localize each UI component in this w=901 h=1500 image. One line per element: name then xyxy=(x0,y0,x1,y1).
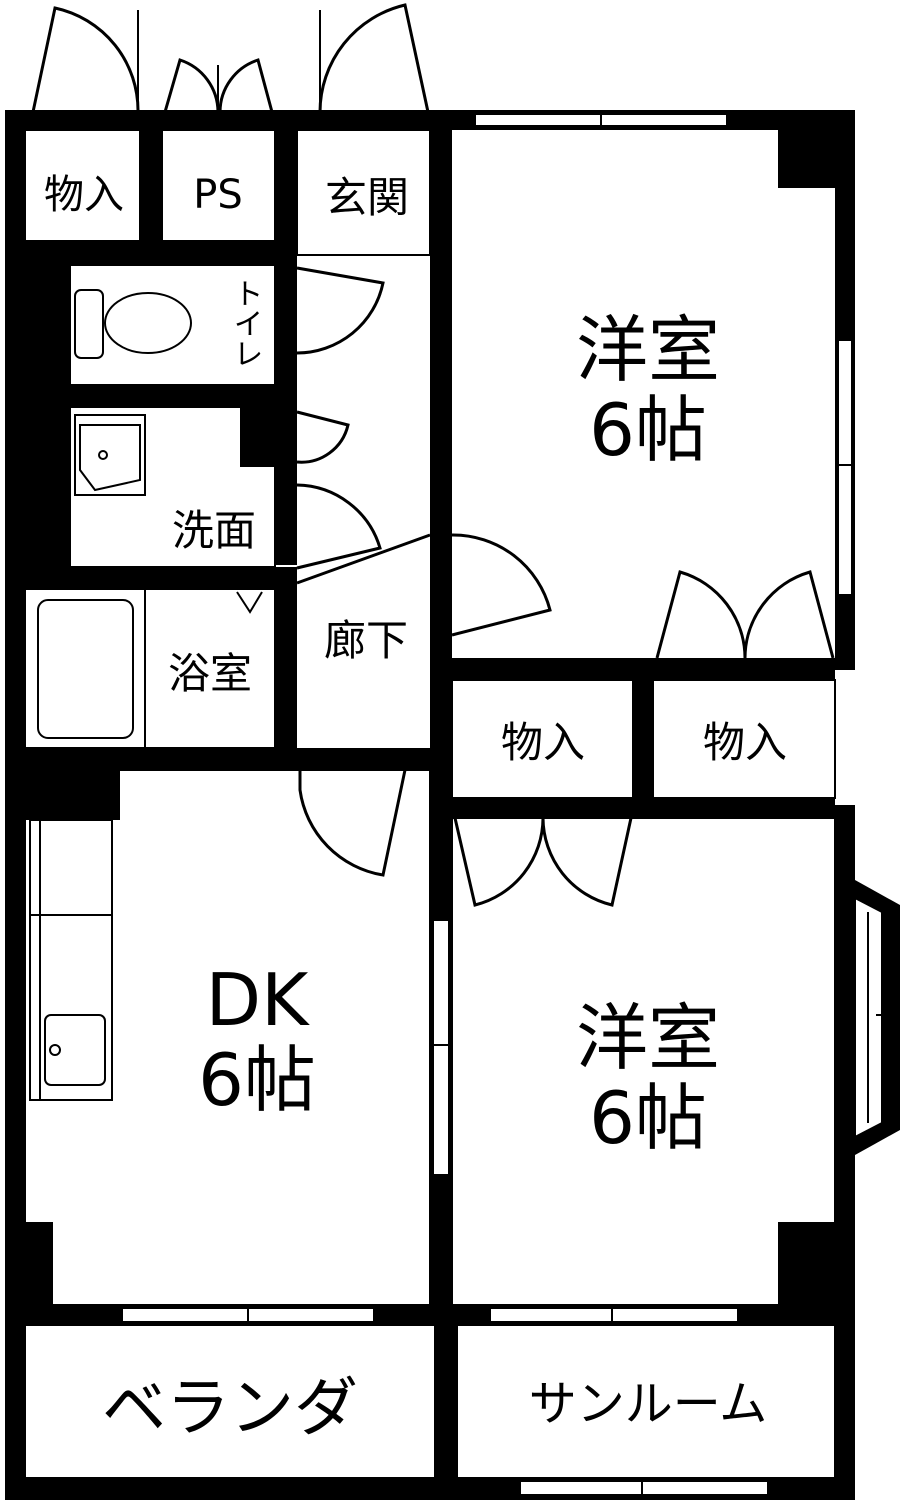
label-sunroom: サンルーム xyxy=(529,1376,768,1432)
partitions xyxy=(24,129,836,1479)
label-washroom: 洗面 xyxy=(172,506,256,555)
label-hallway: 廊下 xyxy=(324,616,408,665)
windows xyxy=(121,113,900,1496)
label-veranda: ベランダ xyxy=(102,1372,358,1446)
fixtures xyxy=(29,289,263,1101)
label-western-room-2-size: 6帖 xyxy=(589,1076,707,1160)
label-bathroom: 浴室 xyxy=(168,649,252,698)
label-storage-top: 物入 xyxy=(44,172,124,218)
label-closet-right: 物入 xyxy=(703,718,787,767)
label-ps: PS xyxy=(193,172,243,218)
doors xyxy=(31,3,835,907)
labels: 物入 PS 玄関 トイレ 洗面 浴室 廊下 洋室 6帖 物入 物入 洋室 6帖 … xyxy=(44,172,787,1446)
label-closet-left: 物入 xyxy=(501,718,585,767)
label-entrance: 玄関 xyxy=(325,173,409,222)
label-western-room-1-size: 6帖 xyxy=(589,388,707,472)
label-western-room-1-name: 洋室 xyxy=(576,308,720,392)
label-dk-name: DK xyxy=(206,958,310,1042)
label-dk-size: 6帖 xyxy=(198,1038,316,1122)
label-western-room-2-name: 洋室 xyxy=(576,996,720,1080)
label-toilet: トイレ xyxy=(228,278,263,368)
